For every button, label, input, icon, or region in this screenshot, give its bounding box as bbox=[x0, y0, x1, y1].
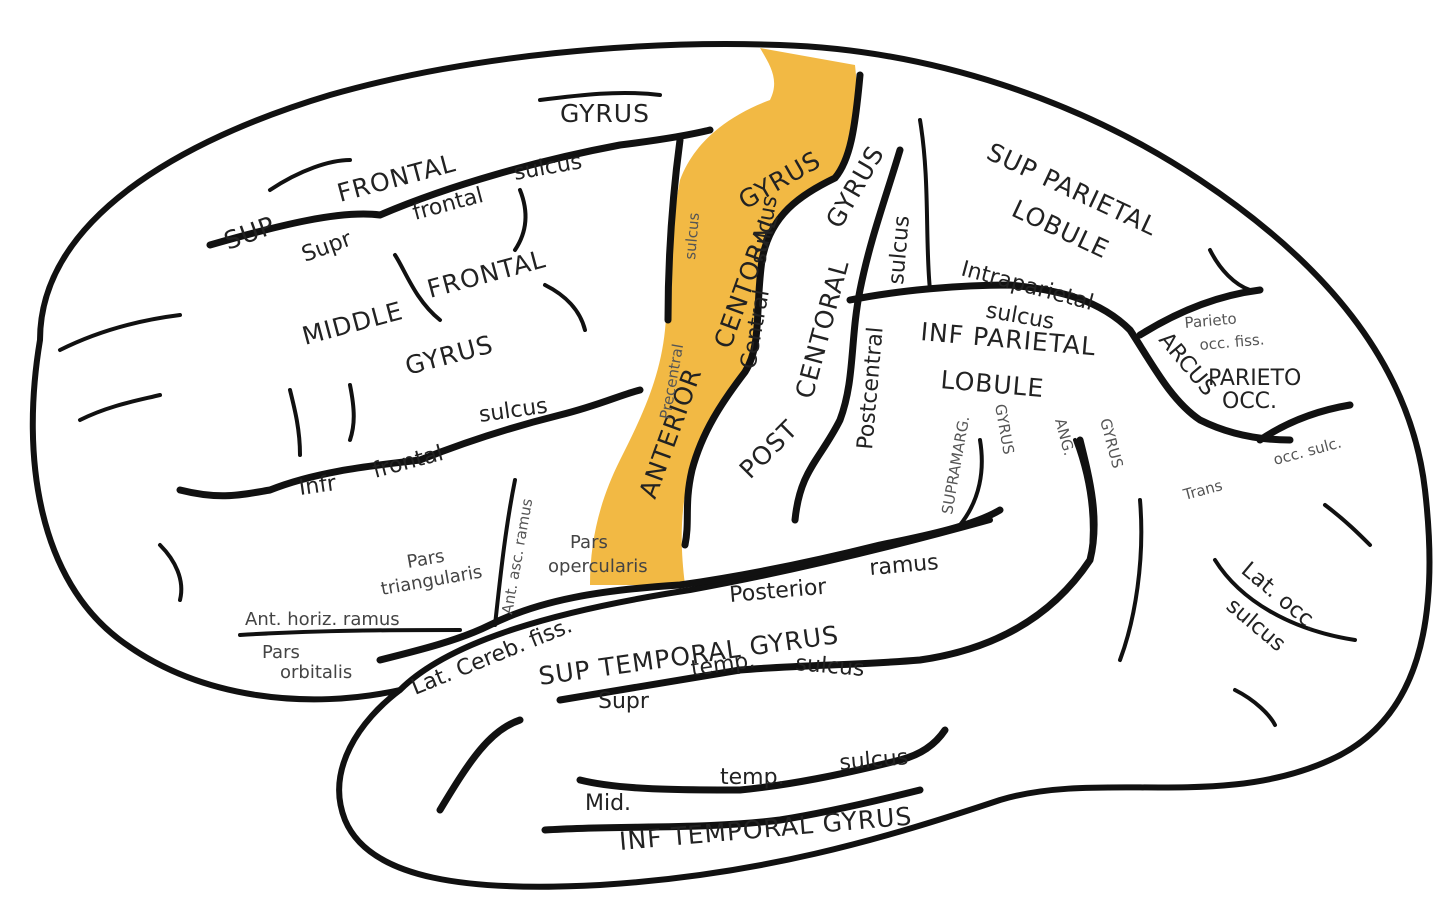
anterior-central-gyrus-highlight bbox=[590, 48, 857, 585]
precentral-sulcus bbox=[664, 136, 684, 324]
lateral-occipital-sulcus bbox=[1213, 558, 1357, 642]
parieto-occipital-fissure bbox=[1136, 286, 1264, 339]
intraparietal-sulcus bbox=[846, 281, 1294, 444]
label-pars-orb-2: orbitalis bbox=[280, 662, 352, 683]
frontal-pole-mark bbox=[268, 158, 352, 192]
parietal-upper-mark-2 bbox=[1208, 248, 1252, 292]
transverse-occipital-sulcus bbox=[1256, 401, 1354, 444]
middle-frontal-mark-4 bbox=[348, 383, 356, 442]
inferior-frontal-sulcus bbox=[176, 386, 644, 500]
label-mid: Mid. bbox=[585, 791, 631, 816]
pars-triangularis-mark bbox=[158, 543, 184, 602]
label-sulcus-supr-temp: sulcus bbox=[794, 651, 865, 682]
label-parieto: PARIETO bbox=[1208, 366, 1301, 391]
label-occ-fiss: occ. fiss. bbox=[1199, 330, 1265, 354]
frontal-lateral-mark bbox=[58, 313, 182, 352]
label-sulcus-post: sulcus bbox=[884, 215, 915, 286]
label-supr-temp: Supr bbox=[598, 689, 650, 714]
anterior-ascending-ramus bbox=[493, 478, 517, 627]
inferior-temporal-gyrus-line bbox=[541, 786, 924, 834]
middle-frontal-mark-1 bbox=[513, 188, 528, 252]
middle-frontal-mark-3 bbox=[543, 283, 587, 332]
superior-frontal-sulcus bbox=[206, 126, 714, 249]
label-ant-horiz-ramus: Ant. horiz. ramus bbox=[245, 609, 400, 630]
label-sulcus-mid-temp: sulcus bbox=[838, 745, 909, 776]
label-sulcus-pre: sulcus bbox=[681, 212, 703, 261]
central-sulcus bbox=[681, 71, 864, 549]
label-gyrus-top: GYRUS bbox=[560, 99, 650, 128]
middle-frontal-mark-2 bbox=[393, 253, 442, 322]
postcentral-sulcus bbox=[791, 146, 904, 524]
parietal-upper-mark bbox=[918, 118, 932, 292]
lateral-cerebral-fissure bbox=[376, 506, 1004, 664]
inferior-temporal-sulcus bbox=[436, 716, 949, 814]
label-parieto-occ-fiss: Parieto bbox=[1184, 310, 1238, 332]
label-occ: OCC. bbox=[1222, 389, 1277, 414]
label-pars-oper-1: Pars bbox=[570, 532, 608, 553]
label-ramus: ramus bbox=[868, 550, 939, 581]
angular-sulcus bbox=[1073, 438, 1094, 562]
label-temp-mid: temp. bbox=[720, 765, 785, 790]
occipital-mark-3 bbox=[1118, 498, 1144, 662]
occipital-mark-1 bbox=[1323, 503, 1372, 547]
cerebrum-outline bbox=[29, 41, 1433, 890]
anterior-horizontal-ramus bbox=[238, 628, 462, 637]
label-pars-oper-2: opercularis bbox=[548, 556, 648, 577]
frontal-lateral-mark-2 bbox=[78, 393, 162, 422]
label-infr: Infr bbox=[297, 471, 338, 501]
supramarginal-sulcus bbox=[958, 438, 984, 527]
middle-frontal-mark-5 bbox=[288, 388, 302, 457]
label-pars-orb-1: Pars bbox=[262, 642, 300, 663]
superior-frontal-gyrus-mark bbox=[538, 90, 662, 102]
occipital-mark-2 bbox=[1233, 688, 1277, 727]
